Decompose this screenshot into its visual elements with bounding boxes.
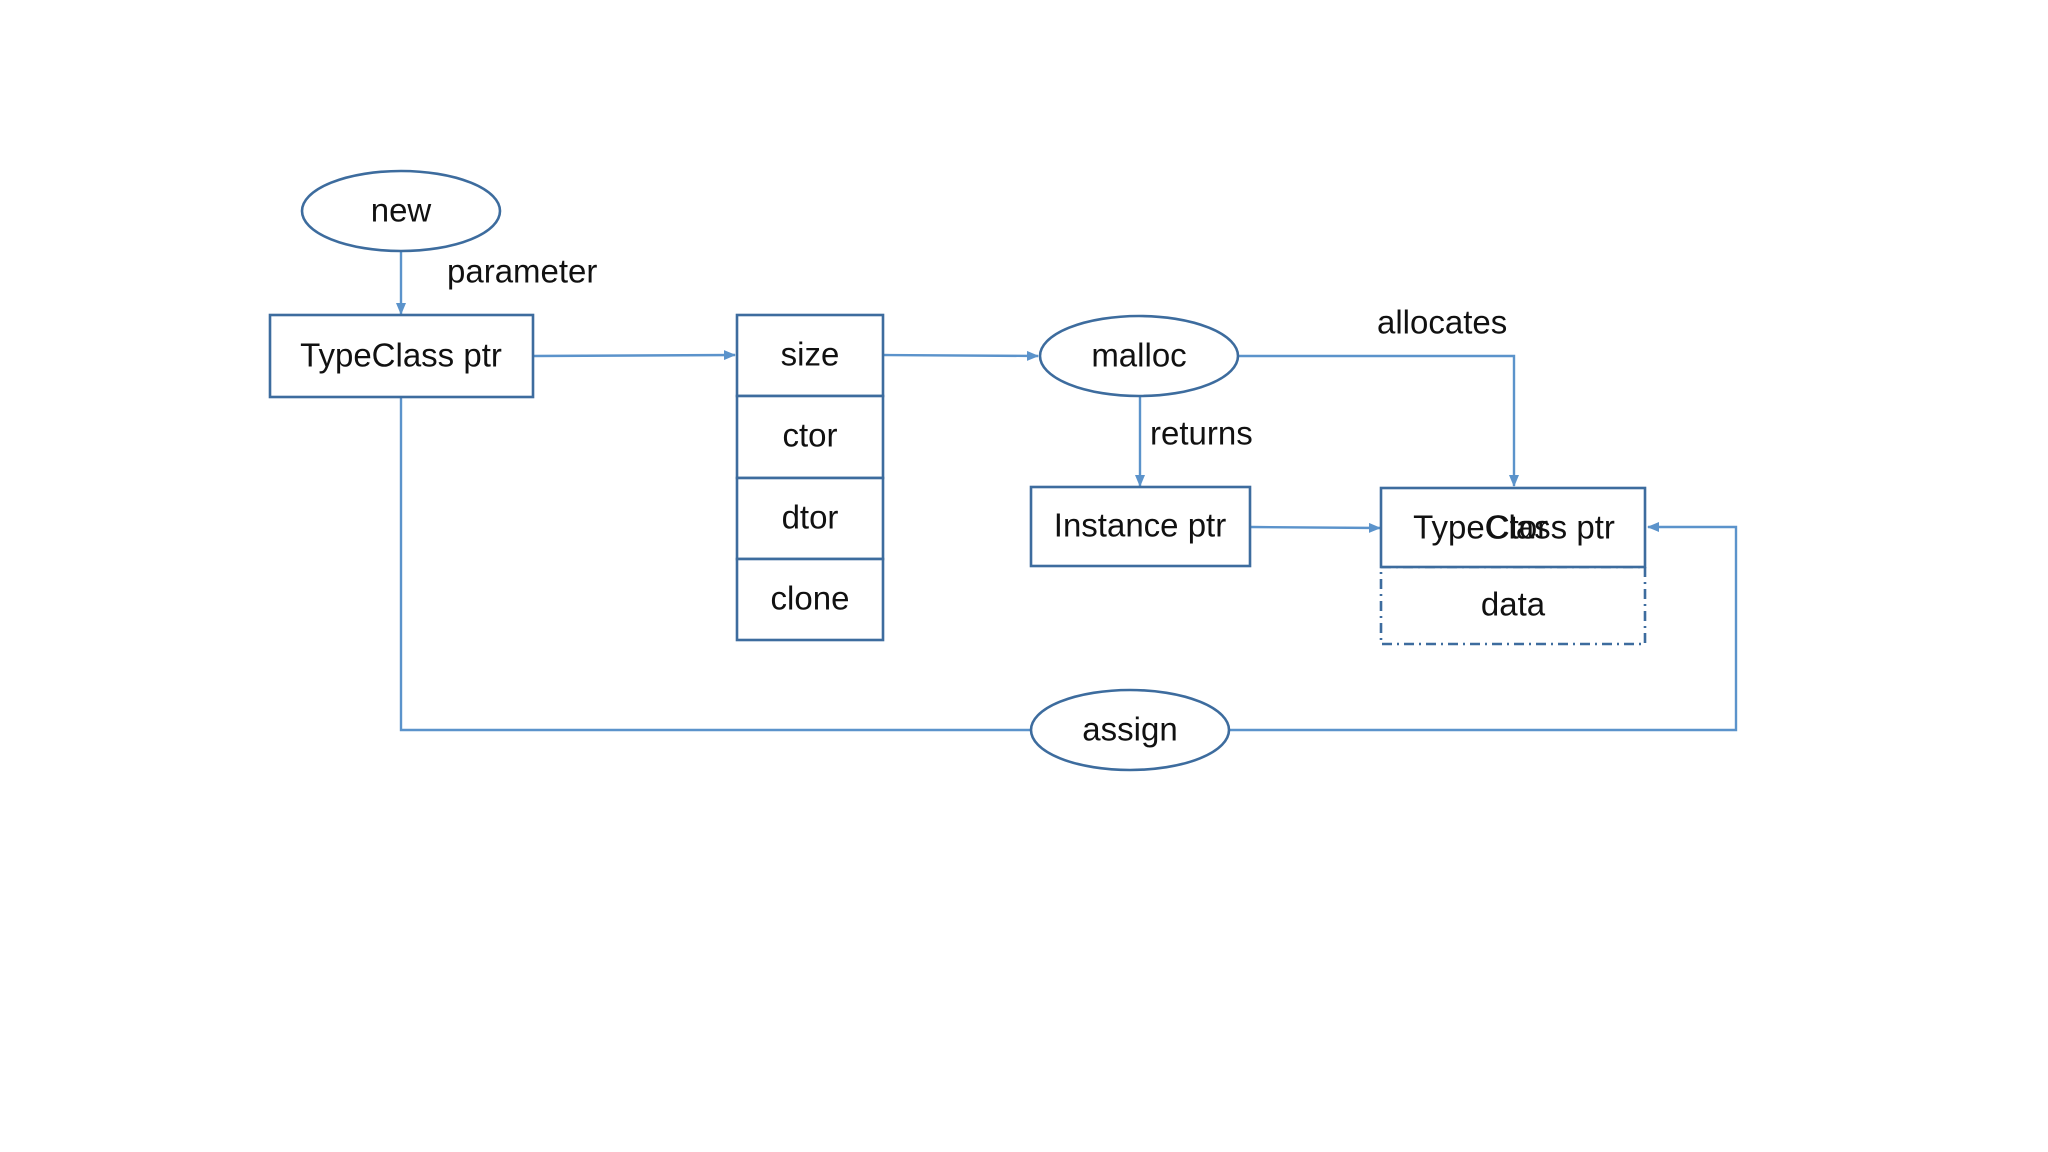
edge-label-parameter: parameter: [447, 253, 597, 290]
field-size-label: size: [781, 336, 840, 373]
node-assign: assign: [1029, 688, 1231, 772]
object-typeclass-ptr-label: TypeClass ptr: [1413, 509, 1615, 546]
edge-instance-ptr-to-object: [1250, 522, 1381, 533]
field-dtor-shape: [735, 476, 885, 561]
edge-typeclass-ptr-to-assign: [399, 397, 1032, 732]
edges: [396, 252, 1738, 732]
node-assign-label: assign: [1082, 711, 1177, 748]
node-typeclass-ptr-shape: [268, 313, 535, 399]
node-typeclass-ptr: TypeClass ptr: [268, 313, 535, 399]
edge-size-to-malloc: [882, 350, 1039, 361]
field-ctor-shape: [735, 394, 885, 480]
edge-malloc-to-object: [1238, 354, 1519, 487]
node-instance-ptr: Instance ptr: [1029, 485, 1252, 568]
node-assign-shape: [1029, 688, 1231, 772]
node-typeclass-struct: size ctor dtor clone: [735, 313, 885, 642]
edge-typeclass-ptr-to-size: [532, 350, 736, 361]
field-size-shape: [735, 313, 885, 398]
object-typeclass-ptr-shape: [1379, 486, 1647, 569]
node-malloc: malloc: [1038, 314, 1240, 398]
node-new: new: [300, 169, 502, 253]
field-ctor-label: ctor: [782, 417, 837, 454]
node-instance-ptr-shape: [1029, 485, 1252, 568]
node-malloc-shape: [1038, 314, 1240, 398]
node-typeclass-ptr-label: TypeClass ptr: [300, 337, 502, 374]
node-object: data TypeClass ptr Ctor: [1379, 486, 1647, 646]
field-dtor-label: dtor: [782, 499, 839, 536]
field-clone-label: clone: [771, 580, 850, 617]
node-new-shape: [300, 169, 502, 253]
object-data-label: data: [1481, 586, 1546, 623]
edge-label-returns: returns: [1150, 415, 1253, 452]
edge-label-allocates: allocates: [1377, 304, 1507, 341]
node-new-label: new: [371, 192, 432, 229]
node-instance-ptr-label: Instance ptr: [1054, 507, 1226, 544]
edge-assign-to-object: [1230, 522, 1738, 732]
field-clone-shape: [735, 557, 885, 642]
object-data-shape: [1379, 565, 1647, 646]
object-typeclass-ptr-overlap-label: Ctor: [1486, 509, 1548, 546]
node-malloc-label: malloc: [1091, 337, 1186, 374]
